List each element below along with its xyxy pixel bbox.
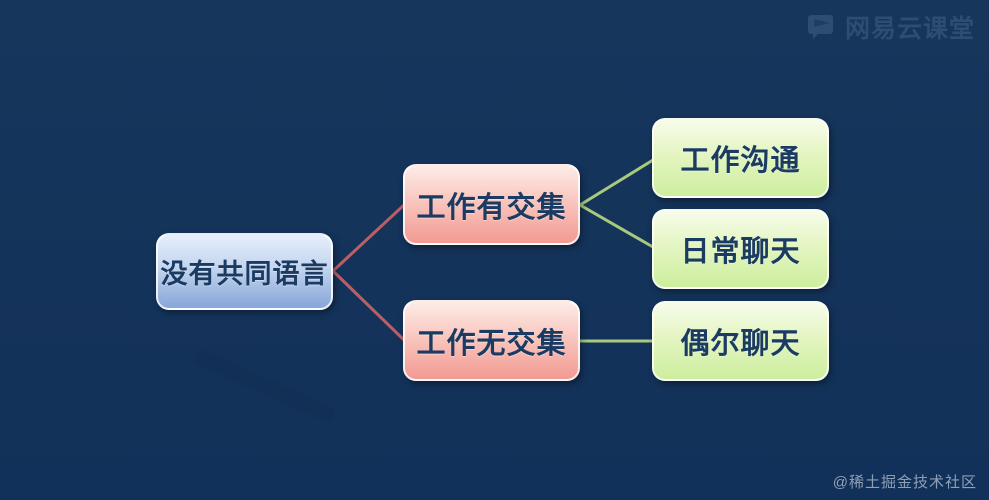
brand-logo-text: 网易云课堂 xyxy=(844,15,975,43)
mindmap-branch-node: 工作无交集 xyxy=(403,300,580,381)
mindmap-root-label: 没有共同语言 xyxy=(160,259,329,289)
link-root-to-branch1 xyxy=(331,203,406,273)
link-root-to-branch2 xyxy=(331,269,406,342)
link-branch1-to-leaf2 xyxy=(578,203,655,249)
mindmap-leaf-node: 工作沟通 xyxy=(652,118,829,198)
brand-logo: 网易云课堂 xyxy=(807,9,975,45)
watermark-text: @稀土掘金技术社区 xyxy=(832,474,977,491)
mindmap-branch-label: 工作无交集 xyxy=(416,327,567,360)
mindmap-leaf-label: 工作沟通 xyxy=(680,145,801,177)
mindmap-leaf-node: 偶尔聊天 xyxy=(652,301,829,381)
mindmap-root-node: 没有共同语言 xyxy=(156,233,333,310)
mindmap-leaf-node: 日常聊天 xyxy=(652,209,829,289)
mindmap-leaf-label: 偶尔聊天 xyxy=(680,328,801,360)
link-branch1-to-leaf1 xyxy=(578,158,655,207)
mindmap-branch-label: 工作有交集 xyxy=(416,191,567,224)
book-icon xyxy=(807,14,833,39)
mindmap-leaf-label: 日常聊天 xyxy=(680,236,801,268)
mindmap-branch-node: 工作有交集 xyxy=(403,164,580,245)
